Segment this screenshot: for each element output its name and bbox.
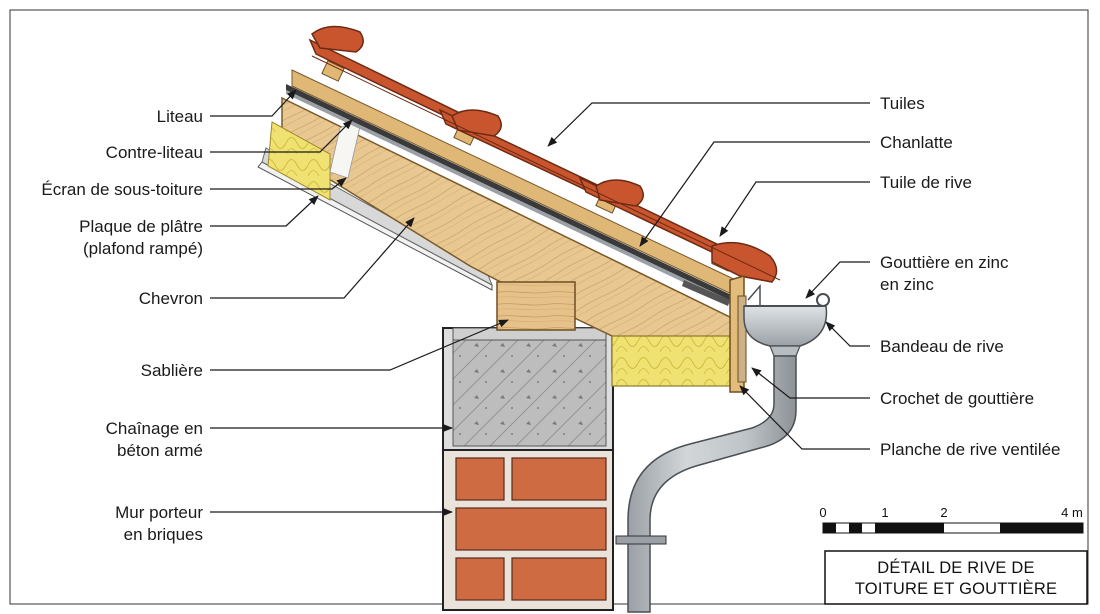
label-chanlatte-line-0: Chanlatte (880, 133, 953, 152)
label-planche: Planche de rive ventilée (880, 440, 1061, 459)
leader-chanlatte (639, 141, 870, 247)
label-gouttiere: Gouttière en zinc en zinc (880, 253, 1009, 294)
title-block: DÉTAIL DE RIVE DE TOITURE ET GOUTTIÈRE (824, 550, 1088, 605)
ventilated-board (737, 295, 747, 383)
roof-tiles (308, 25, 781, 283)
label-tuiles: Tuiles (880, 94, 925, 113)
label-planche-line-0: Planche de rive ventilée (880, 440, 1061, 459)
label-crochet: Crochet de gouttière (880, 389, 1034, 408)
label-chainage-line-1: béton armé (117, 441, 203, 460)
leader-tuiles (547, 102, 870, 147)
leader-chevron (210, 217, 415, 299)
scale-bar: 0 1 2 4 m (819, 505, 1084, 534)
label-ecran: Écran de sous-toiture (41, 180, 203, 199)
leader-lines (210, 89, 870, 516)
label-plaque-line-1: (plafond rampé) (83, 239, 203, 258)
label-mur: Mur porteur en briques (115, 503, 203, 544)
label-sabliere: Sablière (141, 361, 203, 380)
label-chainage: Chaînage en béton armé (106, 419, 203, 460)
leader-plaque (210, 195, 319, 227)
underlay-screen (286, 84, 742, 306)
leader-bandeau (825, 321, 870, 347)
downpipe (627, 355, 797, 613)
title-line-2: TOITURE ET GOUTTIÈRE (855, 579, 1057, 598)
scale-tick-1: 1 (881, 505, 888, 520)
brick (455, 557, 505, 601)
brick (511, 557, 607, 601)
insulation-left (267, 121, 331, 201)
label-bandeau: Bandeau de rive (880, 337, 1004, 356)
zinc-gutter (743, 283, 830, 357)
wall-plate (496, 281, 576, 331)
label-chainage-line-0: Chaînage en (106, 419, 203, 438)
underlay-foil (286, 90, 742, 310)
leader-sabliere (210, 319, 509, 371)
leader-liteau (210, 89, 297, 117)
leader-contre-liteau (210, 119, 353, 153)
label-plaque-line-0: Plaque de plâtre (79, 217, 203, 236)
scale-tick-0: 0 (819, 505, 826, 520)
label-tuile-rive: Tuile de rive (880, 173, 972, 192)
leader-planche (739, 385, 870, 450)
leader-crochet (751, 367, 870, 399)
label-mur-line-1: en briques (124, 525, 203, 544)
scale-tick-2: 2 (940, 505, 947, 520)
insulation-eave (611, 335, 741, 387)
leader-gouttiere (805, 261, 870, 299)
pipe-bracket (615, 535, 667, 545)
scale-tick-4m: 4 m (1061, 505, 1083, 520)
label-liteau-line-0: Liteau (157, 107, 203, 126)
title-line-1: DÉTAIL DE RIVE DE (877, 558, 1034, 577)
brick (511, 457, 607, 501)
leader-ecran (210, 177, 347, 190)
concrete-ring-beam (442, 327, 614, 451)
label-tuiles-line-0: Tuiles (880, 94, 925, 113)
label-ecran-line-0: Écran de sous-toiture (41, 180, 203, 199)
label-contre-liteau: Contre-liteau (106, 143, 203, 162)
label-tuile-rive-line-0: Tuile de rive (880, 173, 972, 192)
ventilation-comb (682, 280, 730, 306)
label-crochet-line-0: Crochet de gouttière (880, 389, 1034, 408)
label-liteau: Liteau (157, 107, 203, 126)
brick (455, 507, 607, 551)
label-chevron-line-0: Chevron (139, 289, 203, 308)
label-chevron: Chevron (139, 289, 203, 308)
label-mur-line-0: Mur porteur (115, 503, 203, 522)
label-sabliere-line-0: Sablière (141, 361, 203, 380)
brick (455, 457, 505, 501)
leader-tuile-rive (719, 181, 870, 237)
label-gouttiere-line-1: en zinc (880, 275, 934, 294)
label-bandeau-line-0: Bandeau de rive (880, 337, 1004, 356)
label-contre-liteau-line-0: Contre-liteau (106, 143, 203, 162)
label-plaque: Plaque de plâtre (plafond rampé) (79, 217, 203, 258)
label-gouttiere-line-0: Gouttière en zinc (880, 253, 1009, 272)
label-chanlatte: Chanlatte (880, 133, 953, 152)
brick-wall (442, 449, 614, 611)
